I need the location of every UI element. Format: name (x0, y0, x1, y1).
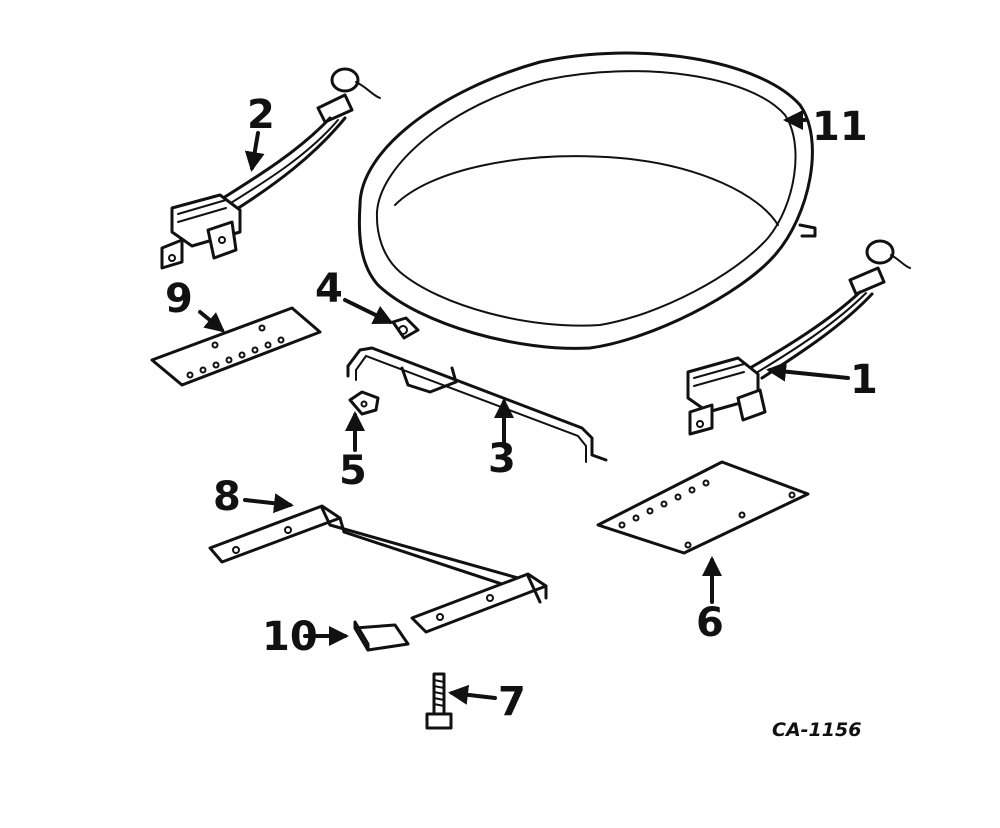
leader-4 (343, 298, 394, 324)
mounting-plate-left (150, 306, 322, 387)
seat-pan (357, 51, 817, 350)
seat-spring-left (160, 67, 381, 270)
spacer-block (353, 620, 410, 652)
callout-10: 10 (262, 614, 318, 660)
callout-3: 3 (488, 436, 516, 482)
callout-11: 11 (812, 104, 868, 150)
adjust-rod (346, 346, 608, 463)
bolt (425, 672, 453, 730)
slide-frame (208, 504, 548, 634)
clip-part (391, 316, 420, 340)
callout-7: 7 (498, 679, 526, 725)
leader-9 (198, 310, 226, 333)
leader-7 (448, 684, 497, 705)
leader-8 (243, 493, 294, 514)
small-bracket (348, 390, 380, 416)
callout-2: 2 (247, 92, 275, 138)
plate-holes-left (186, 324, 285, 379)
mounting-plate-right (596, 460, 810, 555)
callout-5: 5 (339, 448, 367, 494)
leader-lines (198, 110, 850, 705)
callout-8: 8 (213, 474, 241, 520)
callout-4: 4 (315, 266, 343, 312)
leader-2 (244, 131, 265, 172)
callout-1: 1 (850, 357, 878, 403)
leader-1 (766, 361, 850, 382)
callout-labels: 11 2 9 4 1 3 5 8 6 10 7 (165, 92, 878, 725)
plate-holes-right (618, 479, 796, 549)
callout-6: 6 (696, 600, 724, 646)
callout-9: 9 (165, 276, 193, 322)
drawing-code: CA-1156 (772, 719, 861, 741)
